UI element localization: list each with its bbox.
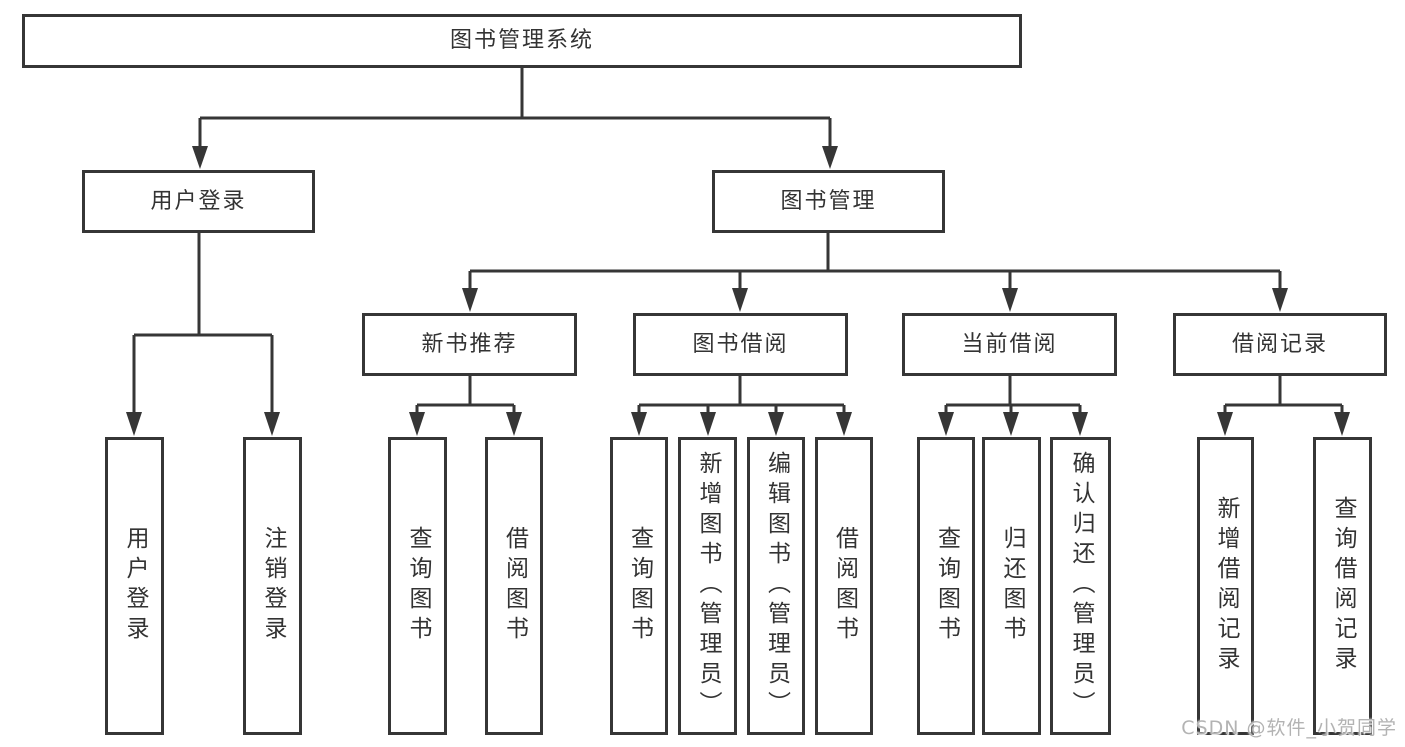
arrowheads-level2 <box>192 146 838 169</box>
leaf-query-books-borrow: 查询图书 <box>610 437 668 735</box>
node-user-login: 用户登录 <box>82 170 315 233</box>
leaf-confirm-return-admin-label: 确认归还（管理员） <box>1068 451 1094 721</box>
node-root-system-label: 图书管理系统 <box>449 28 594 53</box>
leaf-query-books-current: 查询图书 <box>917 437 975 735</box>
leaf-return-book-label: 归还图书 <box>999 526 1025 646</box>
leaf-logout-label: 注销登录 <box>260 526 286 646</box>
connector-recommend-group <box>415 376 516 414</box>
node-current-borrow-label: 当前借阅 <box>961 331 1058 357</box>
node-new-book-recommend: 新书推荐 <box>362 313 577 376</box>
leaf-user-login-label: 用户登录 <box>122 526 148 646</box>
arrowheads-user-login-group <box>126 412 280 436</box>
node-current-borrow: 当前借阅 <box>902 313 1117 376</box>
node-user-login-label: 用户登录 <box>150 188 247 214</box>
leaf-borrow-books: 借阅图书 <box>815 437 873 735</box>
connector-borrow-group <box>637 376 846 414</box>
connector-root-to-level2 <box>198 68 832 150</box>
leaf-borrow-books-recommend-label: 借阅图书 <box>501 526 528 646</box>
connector-user-login-group <box>132 233 274 414</box>
leaf-add-borrow-record-label: 新增借阅记录 <box>1213 496 1239 676</box>
leaf-add-book-admin: 新增图书（管理员） <box>678 437 737 735</box>
leaf-query-borrow-record-label: 查询借阅记录 <box>1330 496 1356 676</box>
leaf-logout: 注销登录 <box>243 437 302 735</box>
leaf-edit-book-admin: 编辑图书（管理员） <box>747 437 805 735</box>
connector-current-group <box>944 376 1082 414</box>
node-borrow-records: 借阅记录 <box>1173 313 1387 376</box>
node-root-system: 图书管理系统 <box>22 14 1022 68</box>
connector-records-group <box>1223 376 1344 414</box>
leaf-add-book-admin-label: 新增图书（管理员） <box>695 451 721 721</box>
node-book-management-label: 图书管理 <box>780 188 877 214</box>
leaf-add-borrow-record: 新增借阅记录 <box>1197 437 1254 735</box>
csdn-watermark: CSDN @软件_小贺同学 <box>1181 717 1397 739</box>
arrowheads-level3 <box>462 288 1288 312</box>
leaf-query-borrow-record: 查询借阅记录 <box>1313 437 1372 735</box>
leaf-borrow-books-label: 借阅图书 <box>831 526 858 646</box>
leaf-confirm-return-admin: 确认归还（管理员） <box>1050 437 1111 735</box>
leaf-query-books-borrow-label: 查询图书 <box>626 526 653 646</box>
leaf-user-login: 用户登录 <box>105 437 164 735</box>
leaf-query-books-current-label: 查询图书 <box>933 526 960 646</box>
node-book-management: 图书管理 <box>712 170 945 233</box>
leaf-edit-book-admin-label: 编辑图书（管理员） <box>763 451 790 721</box>
node-book-borrow: 图书借阅 <box>633 313 848 376</box>
connector-book-management-group <box>468 233 1282 290</box>
leaf-query-books-recommend-label: 查询图书 <box>405 526 431 646</box>
leaf-return-book: 归还图书 <box>982 437 1041 735</box>
arrowheads-leaves <box>409 412 1350 436</box>
node-new-book-recommend-label: 新书推荐 <box>421 331 518 357</box>
node-book-borrow-label: 图书借阅 <box>692 331 789 357</box>
leaf-borrow-books-recommend: 借阅图书 <box>485 437 543 735</box>
node-borrow-records-label: 借阅记录 <box>1231 331 1328 357</box>
leaf-query-books-recommend: 查询图书 <box>388 437 447 735</box>
